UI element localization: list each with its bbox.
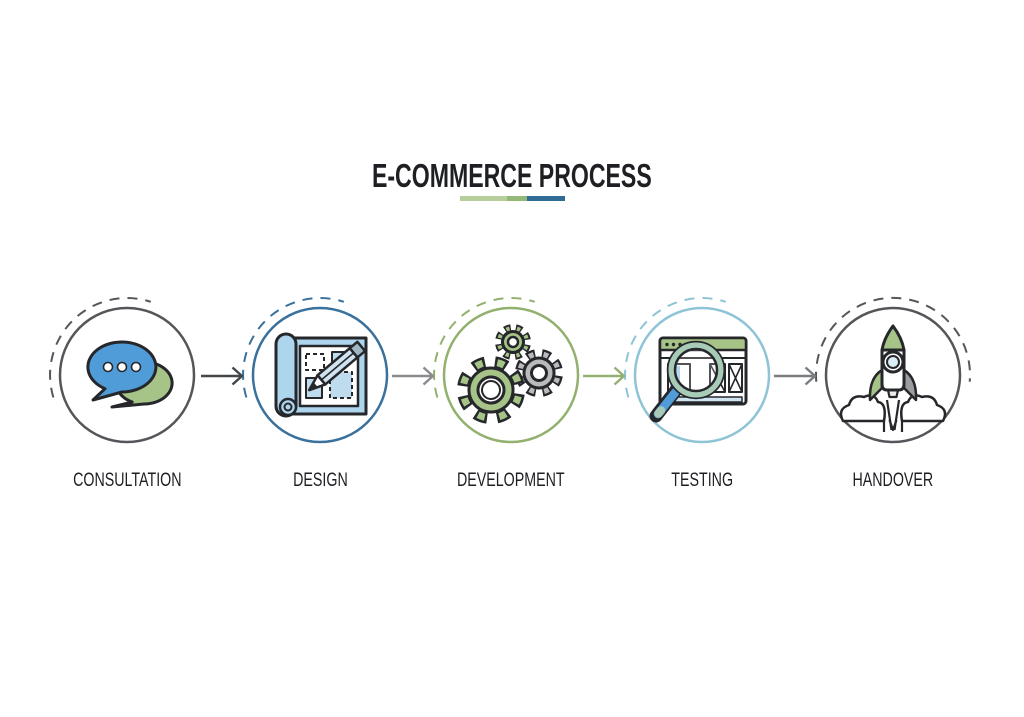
dashed-arc (433, 297, 536, 398)
title-underline (460, 196, 565, 201)
step-label-consultation: CONSULTATION (72, 470, 182, 491)
step-label-testing: TESTING (671, 470, 733, 491)
dashed-arc (49, 297, 152, 398)
arrow-development-to-testing (582, 366, 625, 386)
process-step-development (421, 280, 601, 460)
page-title: E-COMMERCE PROCESS (372, 157, 652, 194)
process-step-testing (612, 280, 792, 460)
rocket-icon (839, 324, 947, 432)
arrow-design-to-development (391, 366, 434, 386)
arrow-consultation-to-design (200, 366, 243, 386)
dashed-arc (815, 296, 971, 382)
process-step-consultation (37, 280, 217, 460)
arrow-testing-to-handover (773, 366, 816, 386)
blueprint-pencil-icon (274, 332, 368, 418)
speech-bubbles-icon (86, 340, 174, 409)
step-label-handover: HANDOVER (852, 470, 934, 491)
browser-magnifier-icon (649, 336, 748, 423)
process-step-handover (803, 280, 983, 460)
dashed-arc (242, 297, 345, 398)
dashed-arc (624, 297, 727, 398)
process-step-design (230, 280, 410, 460)
step-label-design: DESIGN (292, 470, 348, 491)
step-label-development: DEVELOPMENT (457, 470, 565, 491)
